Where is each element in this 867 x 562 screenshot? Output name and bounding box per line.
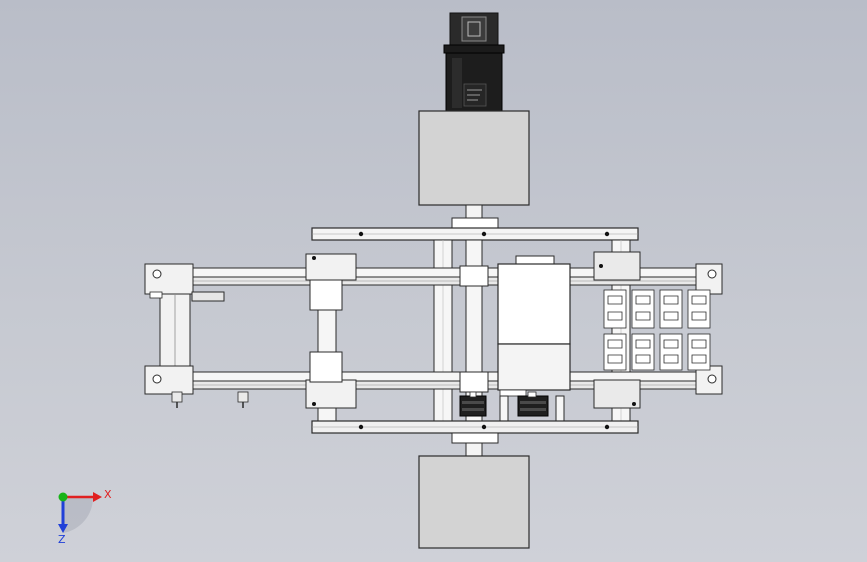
bottom-block[interactable] xyxy=(418,455,530,549)
plate-bolt xyxy=(604,424,610,430)
timing-pulley-icon xyxy=(517,391,549,417)
motor-connector-pin xyxy=(467,21,481,37)
left-carriage[interactable] xyxy=(305,253,357,423)
motor-flange-top xyxy=(443,44,505,54)
left-end-housing[interactable] xyxy=(144,263,249,408)
center-drive-unit[interactable] xyxy=(497,255,571,397)
motor-connector-face xyxy=(461,16,487,42)
axis-z-label: Z xyxy=(58,533,66,546)
plate-bolt xyxy=(358,231,364,237)
top-plate[interactable] xyxy=(311,227,639,241)
top-servo-motor[interactable] xyxy=(443,12,505,112)
vertical-post xyxy=(499,395,509,423)
vertical-post xyxy=(555,395,565,423)
axis-z-arrow xyxy=(58,524,68,533)
timing-pulley-icon xyxy=(459,391,487,417)
plate-bolt xyxy=(604,231,610,237)
motor-body-highlight xyxy=(452,58,462,108)
top-coupler xyxy=(451,217,499,229)
plate-bolt xyxy=(481,424,487,430)
top-shaft xyxy=(465,204,483,220)
top-block[interactable] xyxy=(418,110,530,206)
gripper-link-array xyxy=(603,289,711,371)
right-end-housing[interactable] xyxy=(695,263,723,395)
plate-bolt xyxy=(358,424,364,430)
coordinate-triad-icon[interactable]: X Z xyxy=(58,488,112,546)
right-carriage[interactable] xyxy=(593,251,641,409)
screw-collar xyxy=(459,371,489,393)
axis-y-dot xyxy=(58,492,68,502)
bottom-coupler xyxy=(451,432,499,444)
axis-x-arrow xyxy=(93,492,102,502)
bottom-plate[interactable] xyxy=(311,420,639,434)
axis-x-label: X xyxy=(104,488,112,501)
screw-collar xyxy=(459,265,489,287)
plate-bolt xyxy=(481,231,487,237)
bottom-shaft xyxy=(465,442,483,457)
